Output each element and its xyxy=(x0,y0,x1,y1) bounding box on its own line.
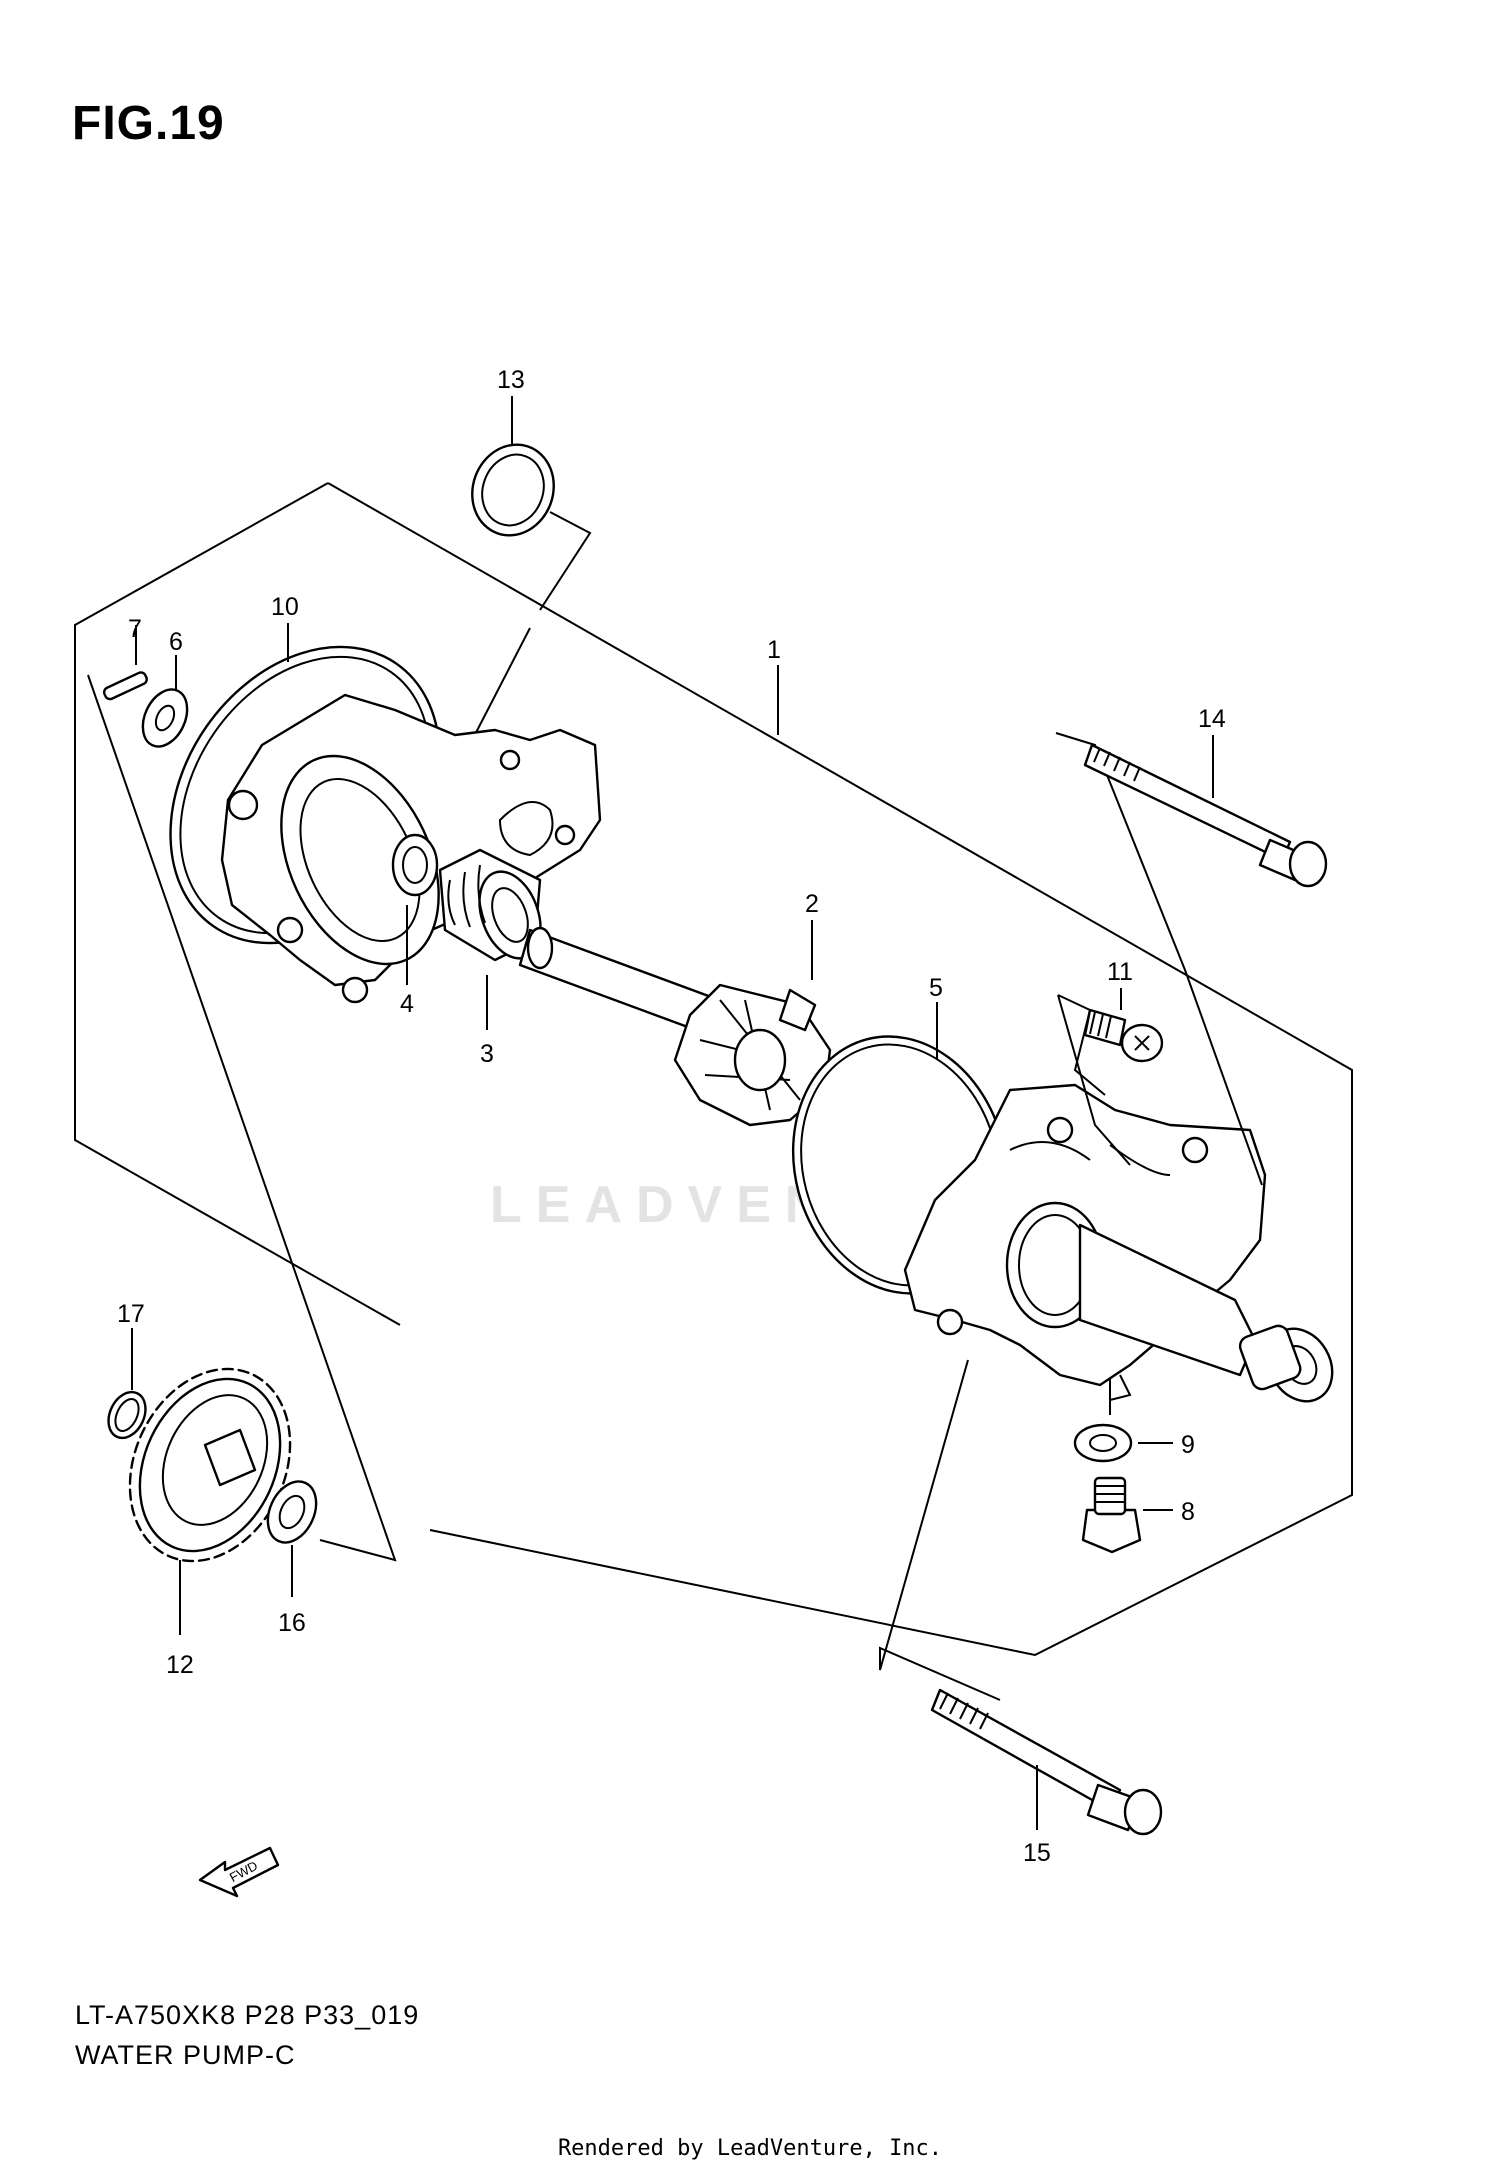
part-7-pin[interactable] xyxy=(102,625,149,701)
part-6-washer[interactable] xyxy=(134,655,196,754)
pump-body-case[interactable] xyxy=(903,1083,1345,1413)
callout-11: 11 xyxy=(1107,958,1133,986)
callout-6: 6 xyxy=(169,628,183,656)
assembly-group-bracket-left xyxy=(87,674,397,1562)
callout-9: 9 xyxy=(1181,1431,1195,1459)
assembly-outline-lower xyxy=(327,482,1353,1657)
callout-12: 12 xyxy=(166,1651,194,1679)
callout-5: 5 xyxy=(929,974,943,1002)
part-2-impeller[interactable] xyxy=(673,920,832,1127)
callout-10: 10 xyxy=(271,593,299,621)
part-12-gear[interactable] xyxy=(100,1343,320,1635)
figure-title: FIG.19 xyxy=(72,97,225,150)
callout-16: 16 xyxy=(278,1609,306,1637)
part-17-circlip[interactable] xyxy=(101,1328,152,1444)
part-8-drain-bolt[interactable] xyxy=(1081,1476,1173,1554)
callout-8: 8 xyxy=(1181,1498,1195,1526)
assembly-outline xyxy=(74,482,401,1326)
part-3-mechanical-seal[interactable] xyxy=(438,848,552,1030)
assembly-name: WATER PUMP-C xyxy=(75,2040,296,2070)
callout-2: 2 xyxy=(805,890,819,918)
part-9-washer[interactable] xyxy=(1073,1378,1173,1463)
callout-1: 1 xyxy=(767,636,781,664)
part-16-washer[interactable] xyxy=(259,1474,326,1597)
callout-15: 15 xyxy=(1023,1839,1051,1867)
part-13-o-ring[interactable] xyxy=(460,396,592,751)
part-14-bolt[interactable] xyxy=(1055,732,1328,1186)
callout-14: 14 xyxy=(1198,705,1226,733)
render-credit: Rendered by LeadVenture, Inc. xyxy=(557,2136,943,2161)
part-11-screw[interactable] xyxy=(1057,988,1164,1166)
model-code: LT-A750XK8 P28 P33_019 xyxy=(75,2000,420,2030)
callout-4: 4 xyxy=(400,990,414,1018)
part-15-bolt[interactable] xyxy=(879,1359,1163,1836)
callout-3: 3 xyxy=(480,1040,494,1068)
fwd-arrow-icon: FWD xyxy=(198,1846,280,1898)
callout-13: 13 xyxy=(497,366,525,394)
callout-7: 7 xyxy=(128,615,142,643)
callout-17: 17 xyxy=(117,1300,145,1328)
